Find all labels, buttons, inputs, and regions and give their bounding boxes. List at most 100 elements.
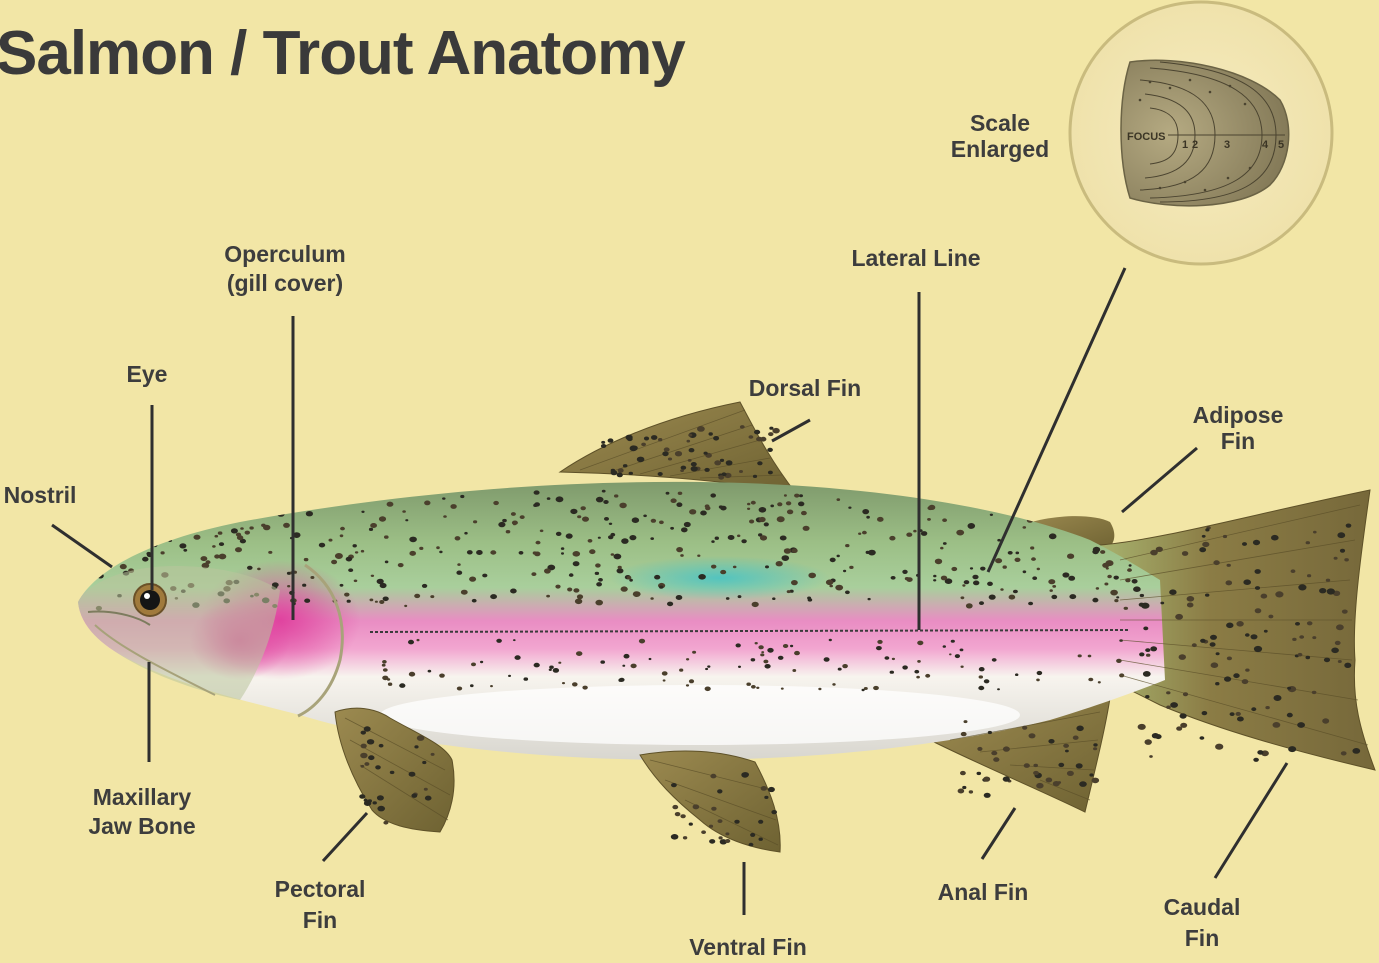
spot	[600, 660, 605, 663]
spot	[778, 656, 784, 660]
spot	[991, 751, 997, 755]
spot	[868, 598, 871, 600]
spot	[1306, 541, 1310, 544]
spot	[566, 533, 573, 538]
spot	[862, 509, 869, 514]
spot	[120, 564, 127, 569]
spot	[1003, 776, 1010, 781]
spot	[803, 526, 810, 531]
spot	[1251, 707, 1256, 711]
spot	[675, 812, 681, 816]
spot	[770, 505, 774, 508]
spot	[464, 532, 467, 535]
spot	[252, 513, 257, 517]
spot	[755, 642, 758, 644]
spot	[684, 522, 691, 527]
spot	[1192, 643, 1197, 647]
spot	[759, 507, 767, 513]
spot	[1102, 563, 1109, 568]
spot	[780, 536, 787, 541]
spot	[515, 655, 521, 660]
spot	[1110, 590, 1118, 596]
spot	[405, 519, 408, 521]
spot	[711, 565, 716, 569]
spot	[980, 567, 985, 571]
scale-ring-label: 3	[1224, 139, 1230, 151]
spot	[687, 440, 691, 443]
spot	[369, 528, 373, 531]
spot	[711, 807, 716, 811]
spot	[917, 641, 923, 646]
spot	[704, 468, 709, 472]
spot	[649, 658, 652, 660]
spot	[310, 576, 314, 579]
spot	[414, 745, 418, 748]
spot	[602, 490, 606, 493]
spot	[784, 548, 791, 554]
spot	[818, 688, 821, 690]
spot	[1037, 671, 1043, 675]
spot	[718, 819, 723, 823]
spot	[792, 548, 798, 553]
spot	[1237, 717, 1244, 722]
spot	[1030, 546, 1034, 549]
spot	[1242, 679, 1249, 684]
spot	[417, 639, 420, 641]
spot	[1313, 531, 1317, 534]
spot	[1050, 589, 1053, 592]
spot	[892, 658, 895, 660]
spot	[688, 459, 692, 462]
spot	[916, 676, 920, 679]
spot	[1037, 568, 1040, 571]
spot	[709, 839, 715, 844]
spot	[781, 688, 784, 690]
spot	[651, 435, 657, 440]
spot	[1340, 549, 1345, 553]
spot	[700, 511, 707, 516]
spot	[990, 514, 993, 516]
spot	[536, 541, 541, 545]
spot	[476, 550, 483, 555]
spot	[1344, 558, 1349, 561]
spot	[561, 547, 564, 550]
leader-anal	[982, 808, 1015, 859]
spot	[361, 765, 365, 768]
spot	[212, 545, 216, 548]
label-operculum: Operculum(gill cover)	[224, 240, 345, 298]
spot	[329, 539, 333, 542]
spot	[604, 517, 609, 521]
spot	[979, 675, 983, 678]
spot	[761, 786, 767, 791]
spot	[768, 471, 773, 475]
spot	[1023, 526, 1027, 529]
spot	[533, 551, 537, 554]
spot	[1200, 736, 1205, 740]
spot	[858, 533, 861, 535]
spot	[736, 643, 741, 647]
spot	[765, 664, 771, 669]
leader-caudal	[1215, 763, 1287, 878]
spot	[595, 600, 603, 606]
spot	[1145, 648, 1150, 652]
spot	[1093, 747, 1097, 750]
spot	[1274, 695, 1282, 701]
spot	[719, 505, 723, 508]
scale-ring-label: 1	[1182, 139, 1188, 151]
spot	[787, 510, 793, 515]
spot	[531, 572, 536, 576]
spot	[379, 600, 384, 604]
spot	[112, 551, 118, 556]
spot	[688, 434, 692, 437]
spot	[573, 561, 580, 566]
spot	[1107, 575, 1112, 579]
spot	[1076, 726, 1083, 732]
spot	[958, 789, 965, 794]
spot	[470, 684, 474, 687]
spot	[751, 501, 756, 505]
spot	[370, 523, 377, 528]
spot	[215, 535, 219, 538]
spot	[868, 550, 876, 556]
spot	[689, 509, 696, 514]
scale-ring-label: 5	[1278, 139, 1284, 151]
spot	[146, 552, 151, 556]
